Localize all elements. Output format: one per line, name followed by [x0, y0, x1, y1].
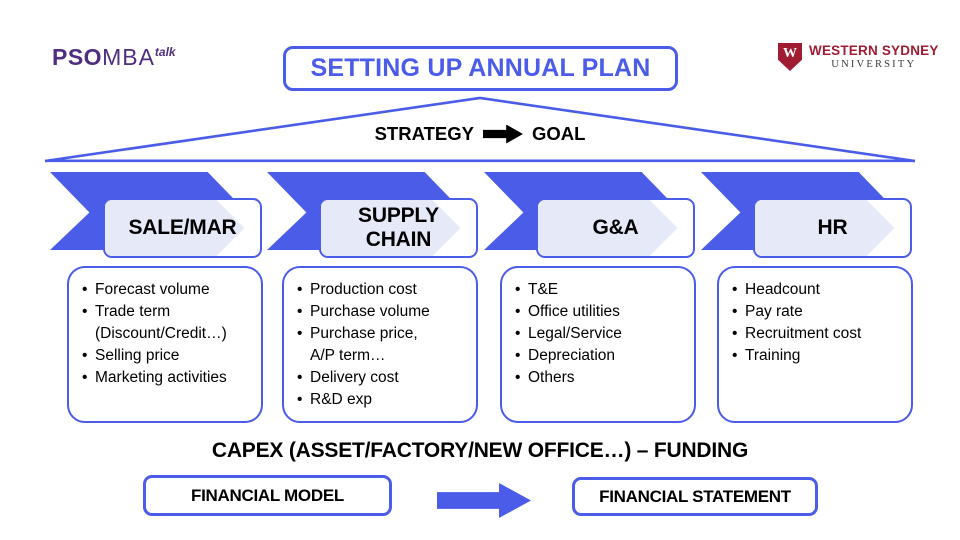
column-header-label: SUPPLY CHAIN [358, 204, 439, 251]
pso-mba-talk-logo: PSOMBAtalk [52, 44, 176, 71]
column-header-label: SALE/MAR [128, 216, 237, 240]
list-item: Legal/Service [513, 323, 688, 345]
list-item: Depreciation [513, 345, 688, 367]
financial-statement-box: FINANCIAL STATEMENT [572, 477, 818, 516]
page-title-text: SETTING UP ANNUAL PLAN [310, 54, 651, 82]
list-item: Purchase volume [295, 301, 470, 323]
bullet-list: Production costPurchase volumePurchase p… [295, 279, 470, 411]
strategy-label: STRATEGY [374, 123, 474, 144]
capex-funding-line: CAPEX (ASSET/FACTORY/NEW OFFICE…) – FUND… [211, 439, 749, 462]
column-header-label: HR [817, 216, 848, 240]
logo-text-sup: talk [154, 45, 176, 59]
western-sydney-university-logo: W WESTERN SYDNEY UNIVERSITY [778, 43, 939, 71]
list-item: Purchase price, A/P term… [295, 323, 470, 367]
column-header-sale-mar: SALE/MAR [103, 198, 262, 258]
bullet-list: Forecast volumeTrade term (Discount/Cred… [80, 279, 255, 389]
list-item: Selling price [80, 345, 255, 367]
right-arrow-icon [437, 483, 531, 518]
list-item: Recruitment cost [730, 323, 905, 345]
wsu-logo-text: WESTERN SYDNEY UNIVERSITY [809, 43, 939, 70]
list-item: Others [513, 367, 688, 389]
bullet-box-sale-mar: Forecast volumeTrade term (Discount/Cred… [67, 266, 263, 423]
column-header-label: G&A [592, 216, 639, 240]
column-header-hr: HR [753, 198, 912, 258]
wsu-subtitle: UNIVERSITY [831, 59, 917, 70]
logo-text-mid: MBA [102, 44, 155, 70]
strategy-goal-row: STRATEGY GOAL [0, 123, 960, 145]
column-header-supply-chain: SUPPLY CHAIN [319, 198, 478, 258]
financial-model-label: FINANCIAL MODEL [191, 485, 344, 505]
list-item: T&E [513, 279, 688, 301]
list-item: Forecast volume [80, 279, 255, 301]
bullet-box-ga: T&EOffice utilitiesLegal/ServiceDeprecia… [500, 266, 696, 423]
financial-statement-label: FINANCIAL STATEMENT [599, 486, 791, 506]
bullet-list: T&EOffice utilitiesLegal/ServiceDeprecia… [513, 279, 688, 389]
column-header-ga: G&A [536, 198, 695, 258]
goal-label: GOAL [531, 123, 586, 144]
right-arrow-icon [482, 124, 523, 144]
page-title: SETTING UP ANNUAL PLAN [283, 46, 678, 91]
bullet-list: HeadcountPay rateRecruitment costTrainin… [730, 279, 905, 367]
list-item: Delivery cost [295, 367, 470, 389]
bullet-box-supply-chain: Production costPurchase volumePurchase p… [282, 266, 478, 423]
list-item: Production cost [295, 279, 470, 301]
list-item: Training [730, 345, 905, 367]
list-item: Trade term (Discount/Credit…) [80, 301, 255, 345]
wsu-name: WESTERN SYDNEY [809, 43, 939, 58]
list-item: Marketing activities [80, 367, 255, 389]
list-item: Office utilities [513, 301, 688, 323]
list-item: Pay rate [730, 301, 905, 323]
bullet-box-hr: HeadcountPay rateRecruitment costTrainin… [717, 266, 913, 423]
wsu-shield-icon: W [778, 43, 802, 71]
list-item: Headcount [730, 279, 905, 301]
list-item: R&D exp [295, 389, 470, 411]
logo-text-bold: PSO [52, 44, 103, 70]
financial-model-box: FINANCIAL MODEL [143, 475, 392, 516]
